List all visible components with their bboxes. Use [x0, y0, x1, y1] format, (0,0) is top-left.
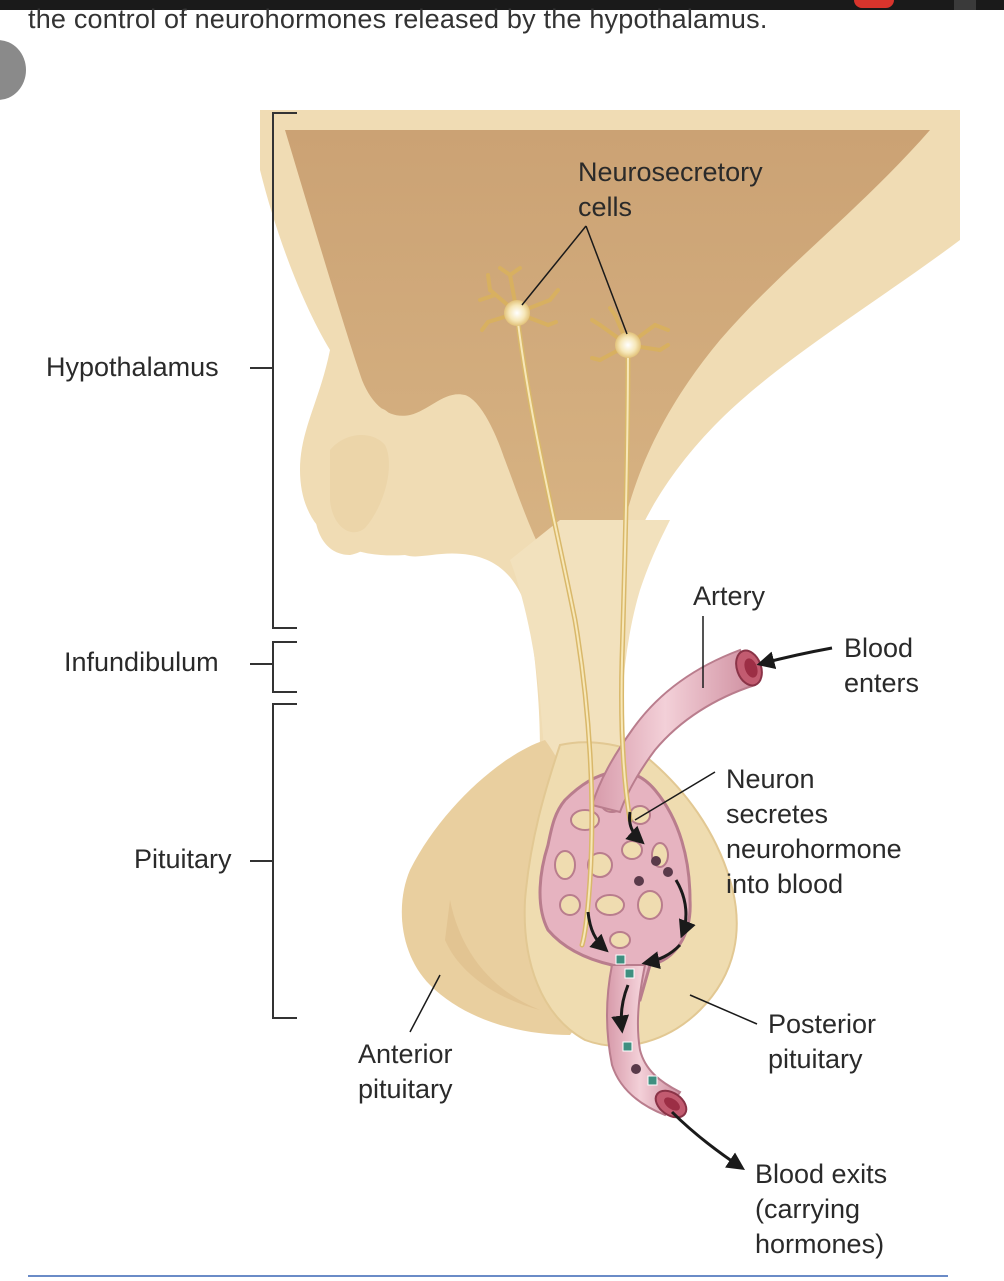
blood-enters-arrow: [756, 646, 833, 669]
infundibulum-stalk: [510, 520, 670, 760]
notification-badge: [854, 0, 894, 8]
label-artery: Artery: [693, 581, 766, 611]
flow-arrows: [586, 811, 696, 1034]
blood-exits-arrow: [670, 1110, 745, 1170]
vein: [606, 964, 682, 1117]
hypothalamus-lobe-inner: [330, 434, 389, 533]
corner-indicator: [954, 0, 976, 10]
caption-text: the control of neurohormones released by…: [28, 4, 768, 34]
label-infundibulum: Infundibulum: [64, 647, 219, 677]
artery: [590, 648, 757, 814]
hypothalamus-core: [285, 130, 930, 575]
label-neurosecretory-cells: Neurosecretory cells: [578, 157, 763, 222]
label-neuron-secretes: Neuron secretes neurohormone into blood: [726, 764, 902, 899]
label-anterior-pituitary: Anterior pituitary: [358, 1039, 453, 1104]
label-pituitary: Pituitary: [134, 844, 232, 874]
neuron-1: [478, 266, 560, 332]
top-strip: [0, 0, 1004, 10]
hormone-squares: [615, 954, 658, 1086]
axons: [514, 312, 633, 948]
label-blood-exits: Blood exits (carrying hormones): [755, 1159, 888, 1259]
bottom-divider: [28, 1275, 948, 1277]
label-posterior-pituitary: Posterior pituitary: [768, 1009, 877, 1074]
label-blood-enters: Blood enters: [844, 633, 920, 698]
hormone-dots: [631, 856, 673, 1074]
anterior-shade: [445, 900, 540, 1010]
brackets: [250, 112, 297, 1019]
leader-lines: [409, 225, 758, 1033]
label-hypothalamus: Hypothalamus: [46, 352, 219, 382]
